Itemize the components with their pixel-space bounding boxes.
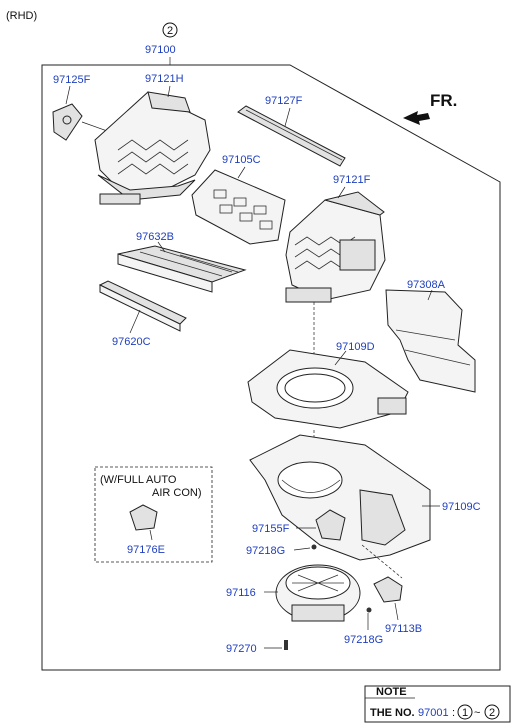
part-link-97270[interactable]: 97270	[226, 643, 257, 655]
variant-label: (RHD)	[6, 10, 37, 22]
cabin-filter-drawing	[117, 245, 247, 293]
alignment-line-motor	[361, 544, 403, 579]
note-circle-a	[457, 704, 473, 720]
screw-upper-drawing	[311, 544, 317, 550]
screw-lower-drawing	[366, 607, 372, 613]
note-box	[364, 685, 511, 723]
door-drawing	[191, 169, 286, 245]
blower-motor-drawing	[275, 564, 361, 622]
assembly-circle-number: 2	[167, 25, 173, 37]
part-link-97109C[interactable]: 97109C	[442, 501, 481, 513]
front-direction-label: FR.	[430, 91, 457, 110]
auto-aircon-module-drawing	[129, 504, 158, 531]
assembly-boundary	[41, 64, 501, 671]
assembly-circle	[162, 22, 178, 38]
part-link-97113B[interactable]: 97113B	[385, 623, 422, 635]
note-circle-b-number: 2	[489, 707, 495, 719]
note-circle-a-number: 1	[462, 707, 468, 719]
part-link-97218G-lower[interactable]: 97218G	[344, 634, 383, 646]
option-box	[94, 466, 213, 563]
option-box-line1: (W/FULL AUTO	[100, 474, 177, 486]
clip-drawing	[284, 640, 288, 650]
note-part-link-97001[interactable]: 97001	[418, 707, 449, 719]
upper-case-left-drawing	[94, 91, 211, 205]
part-link-97109D[interactable]: 97109D	[336, 341, 375, 353]
part-link-97176E[interactable]: 97176E	[127, 544, 165, 556]
note-label: THE NO.	[370, 707, 415, 719]
motor-connector-drawing	[373, 576, 403, 603]
part-link-97121H[interactable]: 97121H	[145, 73, 184, 85]
part-link-97308A[interactable]: 97308A	[407, 279, 446, 291]
part-link-97116[interactable]: 97116	[226, 587, 256, 599]
front-arrow-icon	[403, 111, 430, 125]
part-link-97155F[interactable]: 97155F	[252, 523, 290, 535]
note-tilde: ~	[474, 707, 480, 719]
part-link-97125F[interactable]: 97125F	[53, 74, 91, 86]
part-link-97105C[interactable]: 97105C	[222, 154, 261, 166]
part-link-97620C[interactable]: 97620C	[112, 336, 151, 348]
part-link-97218G-upper[interactable]: 97218G	[246, 545, 285, 557]
resistor-drawing	[315, 509, 346, 541]
lower-case-drawing	[285, 191, 386, 303]
blower-case-lower-drawing	[249, 434, 431, 561]
note-colon: :	[452, 707, 455, 719]
part-link-97632B[interactable]: 97632B	[136, 231, 174, 243]
note-title: NOTE	[376, 686, 407, 698]
part-link-97100[interactable]: 97100	[145, 44, 176, 56]
seal-strip-drawing	[237, 105, 346, 167]
insulator-pad-drawing	[385, 289, 476, 393]
part-link-97127F[interactable]: 97127F	[265, 95, 303, 107]
part-link-97121F[interactable]: 97121F	[333, 174, 371, 186]
note-circle-b	[484, 704, 500, 720]
blower-case-upper-drawing	[247, 349, 409, 429]
option-box-line2: AIR CON)	[152, 487, 202, 499]
filter-cover-drawing	[98, 280, 187, 332]
